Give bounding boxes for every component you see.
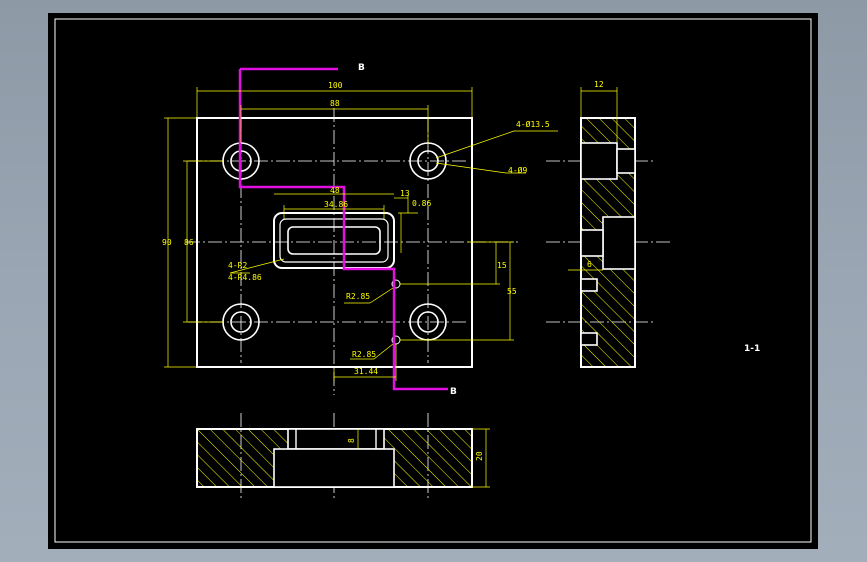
section-title: 1-1	[744, 344, 760, 354]
svg-text:48: 48	[330, 186, 340, 195]
slot-inner	[287, 226, 381, 255]
svg-text:8: 8	[347, 438, 356, 443]
svg-text:31.44: 31.44	[354, 367, 378, 376]
svg-text:55: 55	[507, 287, 517, 296]
svg-text:15: 15	[497, 261, 507, 270]
svg-text:R2.85: R2.85	[346, 292, 370, 301]
svg-text:4-R2: 4-R2	[228, 261, 247, 270]
cad-drawing: B B	[54, 18, 812, 543]
svg-text:12: 12	[594, 80, 604, 89]
svg-text:88: 88	[330, 99, 340, 108]
side-view: 12 6 1-1	[546, 80, 760, 368]
section-line	[238, 69, 448, 391]
svg-text:34.86: 34.86	[324, 200, 348, 209]
bottom-view: 20 8	[196, 413, 490, 501]
slot-outer	[273, 212, 395, 269]
svg-text:4-Ø9: 4-Ø9	[508, 165, 527, 175]
sheet-border	[54, 18, 812, 543]
svg-text:86: 86	[184, 238, 194, 247]
svg-text:13: 13	[400, 189, 410, 198]
top-view: B B	[162, 63, 558, 397]
svg-text:0.86: 0.86	[412, 199, 431, 208]
section-label-top: B	[358, 63, 365, 73]
section-label-bottom: B	[450, 387, 457, 397]
svg-text:90: 90	[162, 238, 172, 247]
svg-text:4-R4.86: 4-R4.86	[228, 273, 262, 282]
svg-text:4-Ø13.5: 4-Ø13.5	[516, 119, 550, 129]
svg-text:20: 20	[475, 451, 484, 461]
svg-text:6: 6	[587, 260, 592, 269]
drawing-sheet: B B	[48, 13, 818, 549]
svg-text:100: 100	[328, 81, 343, 90]
svg-text:R2.85: R2.85	[352, 350, 376, 359]
